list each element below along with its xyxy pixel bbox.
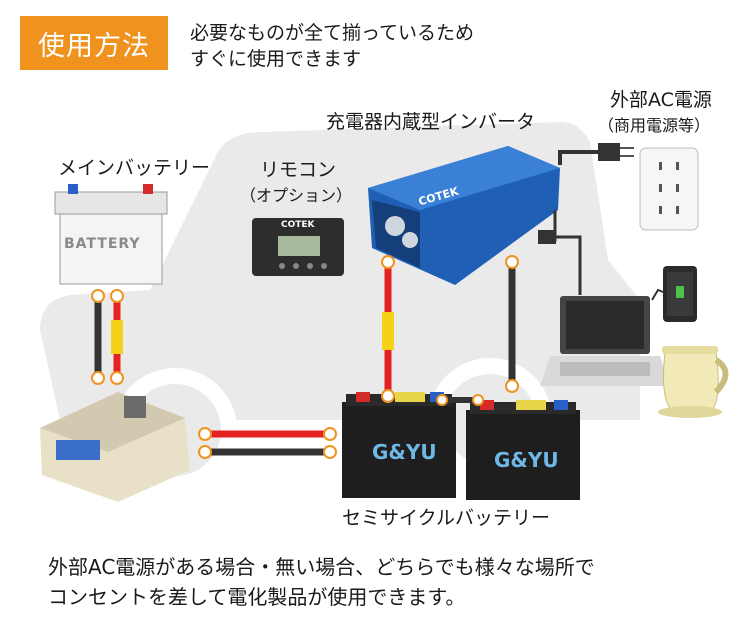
footer-line-2: コンセントを差して電化製品が使用できます。 [48,585,466,609]
footer-line-1: 外部AC電源がある場合・無い場合、どちらでも様々な場所で [48,555,595,579]
remote-label-line-1: リモコン [259,159,336,181]
ac-plug-icon [598,143,620,161]
footer-text: 外部AC電源がある場合・無い場合、どちらでも様々な場所で コンセントを差して電化… [48,552,595,612]
cable-charger-to-battery [198,427,337,459]
main-battery-label: メインバッテリー [58,157,211,179]
sub-charger-icon [40,392,190,502]
deep-cycle-brand-text-1: G&YU [372,440,437,464]
cable-inverter-to-battery [381,255,519,403]
cable-main-battery [91,289,124,385]
remote-label: リモコン [258,158,338,182]
lead-text: 必要なものが全て揃っているため すぐに使用できます [190,20,474,72]
deep-cycle-battery-2 [466,400,580,500]
lead-line-2: すぐに使用できます [190,48,362,70]
lead-line-1: 必要なものが全て揃っているため [190,22,475,44]
inverter-icon [368,146,560,285]
ac-source-label: 外部AC電源 [610,89,712,111]
deep-cycle-battery-1 [342,392,456,498]
laptop-icon [540,296,670,386]
remote-label-line-2: （オプション） [240,186,353,205]
smartphone-icon [651,266,697,322]
remote-icon [252,218,344,276]
deep-cycle-brand-text-2: G&YU [494,448,559,472]
deep-cycle-label: セミサイクルバッテリー [342,507,551,529]
remote-brand-text: COTEK [281,220,315,230]
ac-source-sub-label: （商用電源等） [598,116,711,135]
ac-outlet-icon [639,147,699,231]
cable-battery-link [436,394,484,406]
usage-badge: 使用方法 [20,16,168,70]
kettle-icon [658,346,729,418]
battery-face-text: BATTERY [64,236,141,252]
inverter-label: 充電器内蔵型インバータ [326,111,536,133]
main-battery-icon [54,184,168,285]
